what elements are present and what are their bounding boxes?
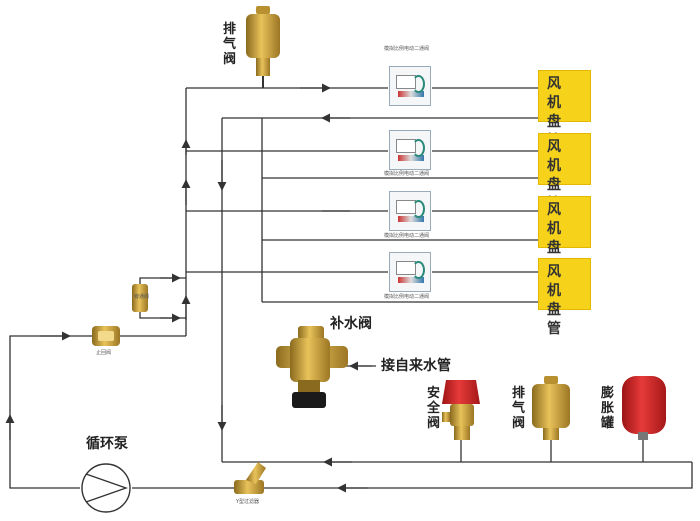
fan-coil-unit-2: 风机盘管 <box>538 133 591 212</box>
pump-return <box>132 462 693 489</box>
safety-valve-label: 安全阀 <box>426 386 440 431</box>
top-air-vent-label: 排气阀 <box>222 22 236 67</box>
two-way-valve-label-3: 模拟比例电动二通阀 <box>384 233 430 239</box>
two-way-valve-1 <box>389 66 431 106</box>
check-valve-label: 止回阀 <box>96 350 112 356</box>
two-way-valve-label-2: 模拟比例电动二通阀 <box>384 171 430 177</box>
two-way-valve-3 <box>389 191 431 231</box>
safety-valve-icon <box>442 380 480 440</box>
fan-coil-unit-3: 风机盘管 <box>538 196 591 275</box>
fan-coil-unit-4: 风机盘管 <box>538 258 591 337</box>
top-air-vent-icon <box>246 6 280 88</box>
expansion-tank-label: 膨胀罐 <box>600 386 614 431</box>
two-way-valve-2 <box>389 130 431 170</box>
bypass-valve-icon <box>132 284 148 312</box>
check-valve-icon <box>92 326 120 346</box>
two-way-valve-4 <box>389 252 431 292</box>
y-filter-label: Y型过滤器 <box>236 499 260 505</box>
makeup-valve-label: 补水阀 <box>330 316 372 332</box>
pump-symbol <box>81 463 131 513</box>
tap-water-label: 接自来水管 <box>381 358 451 374</box>
two-way-valve-label-4: 模拟比例电动二通阀 <box>384 294 430 300</box>
air-vent-icon <box>532 376 570 440</box>
two-way-valve-label-1: 模拟比例电动二通阀 <box>384 46 430 52</box>
makeup-valve-icon <box>276 326 348 408</box>
air-vent-label: 排气阀 <box>511 386 525 431</box>
pump-label: 循环泵 <box>86 436 128 452</box>
bypass-valve-label: 旁通阀 <box>134 294 150 300</box>
fan-coil-unit-1: 风机盘管 <box>538 70 591 149</box>
expansion-tank-icon <box>622 376 666 440</box>
y-filter-icon <box>234 462 266 494</box>
